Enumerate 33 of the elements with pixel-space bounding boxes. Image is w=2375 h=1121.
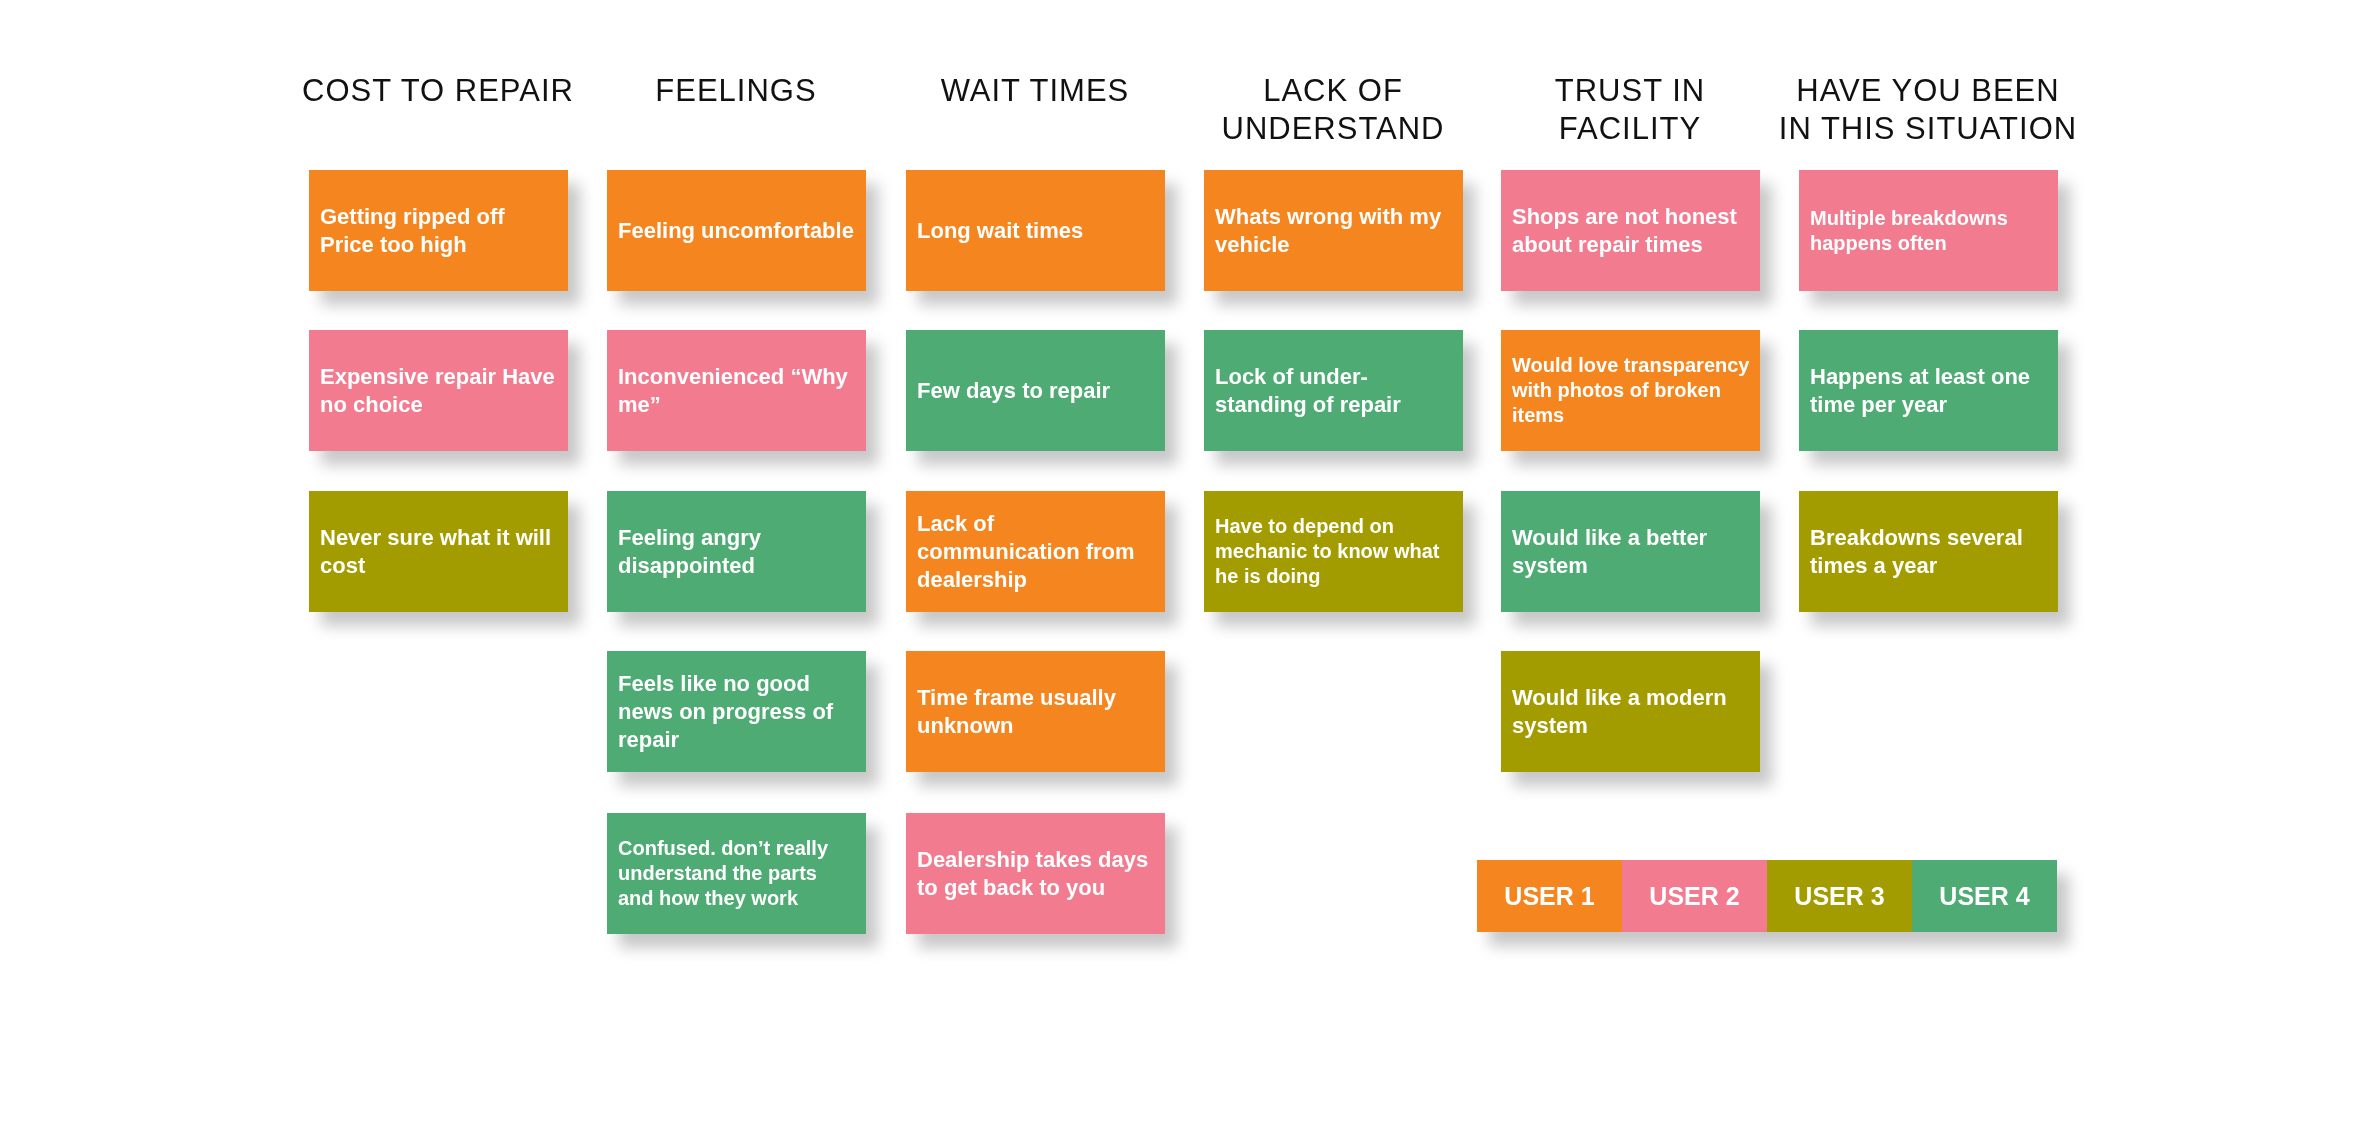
legend-swatch: USER 4 <box>1912 860 2057 932</box>
column-heading: LACK OF UNDERSTAND <box>1220 72 1446 148</box>
column-heading: HAVE YOU BEEN IN THIS SITUATION <box>1778 72 2078 148</box>
sticky-note: Feeling angry disappointed <box>607 491 866 612</box>
sticky-note: Breakdowns several times a year <box>1799 491 2058 612</box>
sticky-note: Time frame usually unknown <box>906 651 1165 772</box>
column-heading: FEELINGS <box>654 72 818 110</box>
legend-swatch: USER 3 <box>1767 860 1912 932</box>
sticky-note: Getting ripped off Price too high <box>309 170 568 291</box>
sticky-note: Whats wrong with my vehicle <box>1204 170 1463 291</box>
sticky-note: Multiple breakdowns happens often <box>1799 170 2058 291</box>
sticky-note: Would like a modern system <box>1501 651 1760 772</box>
sticky-note: Happens at least one time per year <box>1799 330 2058 451</box>
legend-swatch: USER 1 <box>1477 860 1622 932</box>
column-heading: WAIT TIMES <box>939 72 1131 110</box>
sticky-note: Inconvenienced “Why me” <box>607 330 866 451</box>
column-heading: COST TO REPAIR <box>301 72 575 110</box>
sticky-note: Shops are not honest about repair times <box>1501 170 1760 291</box>
sticky-note: Lack of communication from dealership <box>906 491 1165 612</box>
sticky-note: Dealership takes days to get back to you <box>906 813 1165 934</box>
sticky-note: Feeling uncomfortable <box>607 170 866 291</box>
sticky-note: Long wait times <box>906 170 1165 291</box>
sticky-note: Expensive repair Have no choice <box>309 330 568 451</box>
sticky-note: Never sure what it will cost <box>309 491 568 612</box>
legend-swatch: USER 2 <box>1622 860 1767 932</box>
sticky-note: Lock of under-standing of repair <box>1204 330 1463 451</box>
sticky-note: Feels like no good news on progress of repair <box>607 651 866 772</box>
sticky-note: Would love transparency with photos of broken items <box>1501 330 1760 451</box>
sticky-note: Have to depend on mechanic to know what he is doing <box>1204 491 1463 612</box>
sticky-note: Would like a better system <box>1501 491 1760 612</box>
sticky-note: Confused. don’t really understand the parts and how they work <box>607 813 866 934</box>
sticky-note: Few days to repair <box>906 330 1165 451</box>
column-heading: TRUST IN FACILITY <box>1553 72 1707 148</box>
